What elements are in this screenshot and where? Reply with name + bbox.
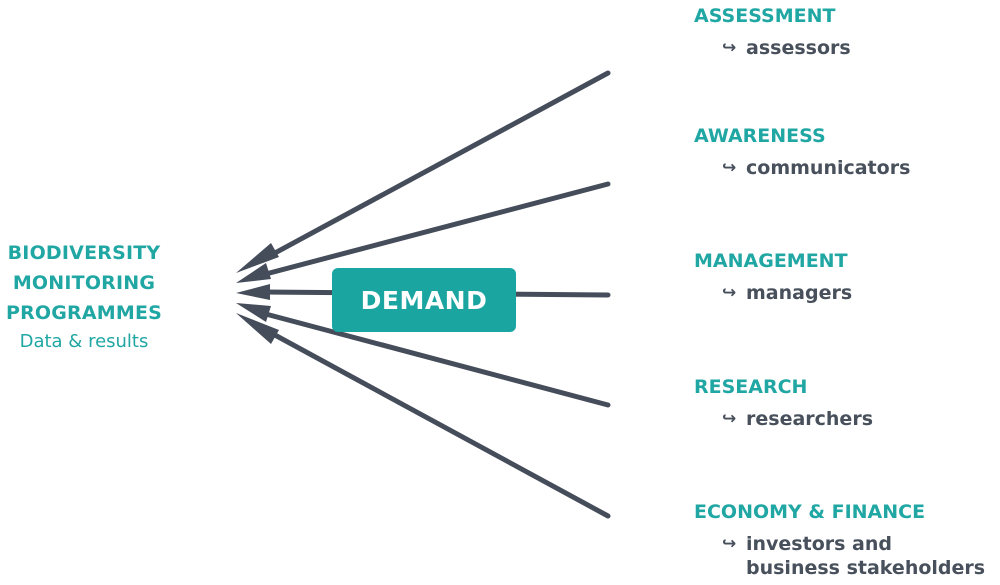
category-actor-text: researchers xyxy=(746,408,873,430)
demand-label: DEMAND xyxy=(360,285,488,315)
category-research: RESEARCH ↪ researchers xyxy=(694,375,994,431)
category-title: ASSESSMENT xyxy=(694,5,836,27)
arrowhead-assessment xyxy=(236,243,279,273)
arrow-line-economy xyxy=(259,325,611,519)
category-actor-text: investors and business stakeholders xyxy=(746,533,986,579)
return-arrow-icon: ↪ xyxy=(722,409,737,429)
category-actor-text: managers xyxy=(746,282,853,304)
category-economy-finance: ECONOMY & FINANCE ↪ investors and busine… xyxy=(694,500,994,580)
category-title: RESEARCH xyxy=(694,376,808,398)
demand-box: DEMAND xyxy=(332,268,516,332)
arrowhead-research xyxy=(236,303,271,322)
category-title: MANAGEMENT xyxy=(694,250,848,272)
arrow-line-assessment xyxy=(259,70,611,263)
category-actor-text: assessors xyxy=(746,37,851,59)
return-arrow-icon: ↪ xyxy=(722,158,737,178)
return-arrow-icon: ↪ xyxy=(722,38,737,58)
arrowhead-awareness xyxy=(236,263,271,283)
source-subtitle: Data & results xyxy=(19,331,149,352)
source-block: BIODIVERSITY MONITORING PROGRAMMES Data … xyxy=(0,238,168,356)
category-assessment: ASSESSMENT ↪ assessors xyxy=(694,4,994,60)
category-actor: ↪ managers xyxy=(722,281,994,305)
category-actor: ↪ assessors xyxy=(722,36,994,60)
category-actor-text: communicators xyxy=(746,157,911,179)
return-arrow-icon: ↪ xyxy=(722,534,737,554)
category-title: ECONOMY & FINANCE xyxy=(694,501,926,523)
arrow-line-research xyxy=(259,310,611,408)
category-awareness: AWARENESS ↪ communicators xyxy=(694,124,994,180)
arrowhead-economy xyxy=(236,313,279,344)
category-actor: ↪ researchers xyxy=(722,407,994,431)
arrow-line-awareness xyxy=(259,181,611,278)
return-arrow-icon: ↪ xyxy=(722,283,737,303)
category-title: AWARENESS xyxy=(694,125,826,147)
arrowhead-management xyxy=(236,284,270,300)
category-actor: ↪ communicators xyxy=(722,156,994,180)
category-actor: ↪ investors and business stakeholders xyxy=(722,532,994,580)
source-title: BIODIVERSITY MONITORING PROGRAMMES xyxy=(5,242,163,324)
category-management: MANAGEMENT ↪ managers xyxy=(694,249,994,305)
